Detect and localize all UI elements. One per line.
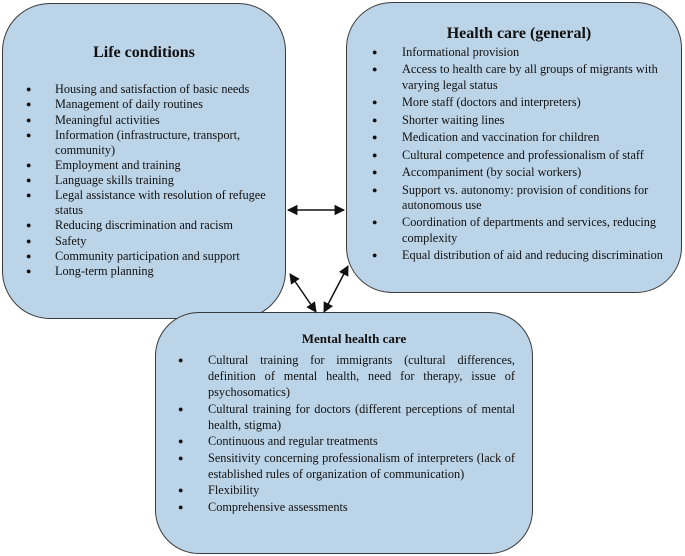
list-item: Cultural training for immigrants (cultur… bbox=[178, 352, 515, 401]
list-item: Long-term planning bbox=[26, 264, 280, 279]
list-item: Safety bbox=[26, 234, 280, 249]
list-item: Coordination of departments and services… bbox=[372, 215, 672, 246]
arrow-health-mental bbox=[323, 265, 349, 313]
arrow-life-mental bbox=[289, 273, 317, 313]
list-item: Meaningful activities bbox=[26, 113, 280, 128]
life-conditions-list: Housing and satisfaction of basic needs … bbox=[26, 82, 280, 280]
list-item: Continuous and regular treatments bbox=[178, 433, 515, 449]
list-item: Management of daily routines bbox=[26, 97, 280, 112]
list-item: Equal distribution of aid and reducing d… bbox=[372, 248, 672, 264]
list-item: Reducing discrimination and racism bbox=[26, 218, 280, 233]
list-item: Legal assistance with resolution of refu… bbox=[26, 188, 280, 217]
list-item: Housing and satisfaction of basic needs bbox=[26, 82, 280, 97]
mental-health-care-list: Cultural training for immigrants (cultur… bbox=[178, 352, 515, 515]
health-care-list: Informational provision Access to health… bbox=[372, 45, 672, 266]
list-item: Information (infrastructure, transport, … bbox=[26, 128, 280, 157]
list-item: Cultural training for doctors (different… bbox=[178, 401, 515, 433]
list-item: Sensitivity concerning professionalism o… bbox=[178, 450, 515, 482]
list-item: Medication and vaccination for children bbox=[372, 130, 672, 146]
list-item: Language skills training bbox=[26, 173, 280, 188]
health-care-box: Health care (general) Informational prov… bbox=[346, 2, 682, 293]
mental-health-care-title: Mental health care bbox=[301, 331, 407, 346]
list-item: More staff (doctors and interpreters) bbox=[372, 95, 672, 111]
list-item: Access to health care by all groups of m… bbox=[372, 62, 672, 93]
list-item: Informational provision bbox=[372, 45, 672, 61]
life-conditions-title: Life conditions bbox=[93, 44, 195, 61]
mental-health-care-box: Mental health care Cultural training for… bbox=[155, 312, 533, 554]
list-item: Accompaniment (by social workers) bbox=[372, 165, 672, 181]
list-item: Support vs. autonomy: provision of condi… bbox=[372, 183, 672, 214]
list-item: Community participation and support bbox=[26, 249, 280, 264]
list-item: Cultural competence and professionalism … bbox=[372, 148, 672, 164]
list-item: Employment and training bbox=[26, 158, 280, 173]
life-conditions-box: Life conditions Housing and satisfaction… bbox=[2, 3, 286, 319]
list-item: Shorter waiting lines bbox=[372, 113, 672, 129]
health-care-title: Health care (general) bbox=[446, 25, 592, 42]
list-item: Comprehensive assessments bbox=[178, 499, 515, 515]
list-item: Flexibility bbox=[178, 482, 515, 498]
